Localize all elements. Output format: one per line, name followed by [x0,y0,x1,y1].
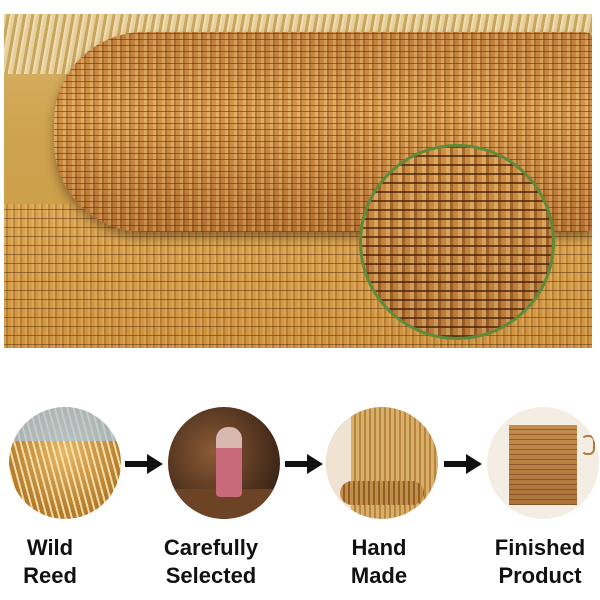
texture-zoom-inset [359,144,555,340]
arrow-right-icon [125,454,163,474]
step-label-line2: Product [498,563,582,588]
reed-blind [509,425,577,505]
step-label-line1: Hand [351,535,407,560]
arrow-right-icon [444,454,482,474]
reed-roll [340,481,424,505]
step-label-carefully-selected: Carefully Selected [155,534,267,590]
step-label-line1: Finished [494,535,586,560]
step-label-hand-made: Hand Made [336,534,422,590]
step-label-line2: Selected [165,563,257,588]
step-label-finished-product: Finished Product [488,534,592,590]
step-label-line1: Wild [26,535,74,560]
hook-icon [581,435,595,455]
step-label-line2: Made [350,563,408,588]
wild-reed-photo [9,407,121,519]
sky [9,407,121,441]
step-label-wild-reed: Wild Reed [10,534,90,590]
selection-photo [168,407,280,519]
worker-figure [216,427,242,497]
handmade-photo [326,407,438,519]
hero-image [4,14,592,348]
arrow-right-icon [285,454,323,474]
step-label-line1: Carefully [163,535,259,560]
step-label-line2: Reed [23,563,77,588]
finished-blind-photo [487,407,599,519]
